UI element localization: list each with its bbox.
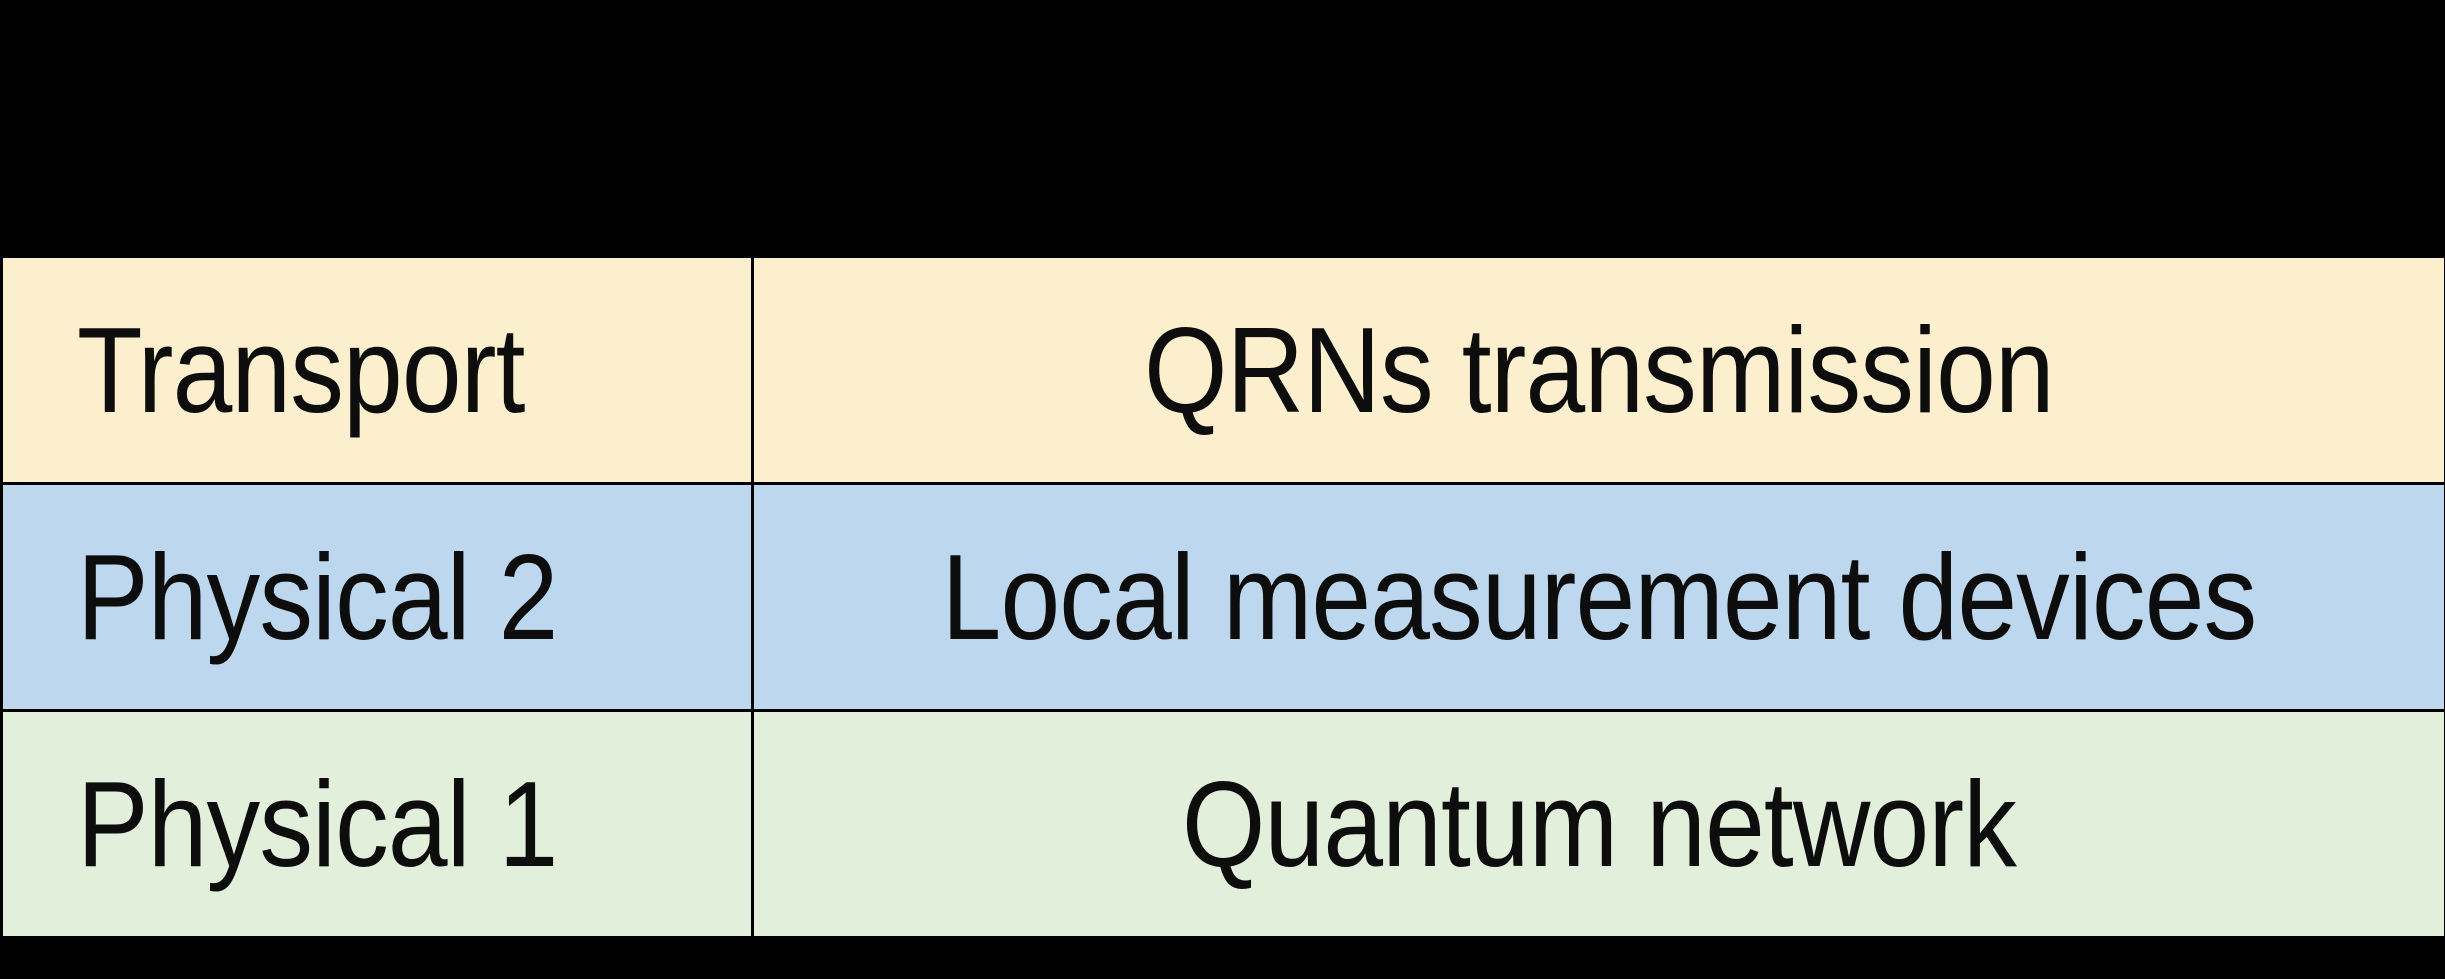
layer-name-label: Physical 2 xyxy=(77,529,558,665)
layer-description-label: Local measurement devices xyxy=(941,529,2258,665)
layer-name-cell: Physical 2 xyxy=(0,482,754,712)
layer-description-label: Quantum network xyxy=(1181,756,2017,892)
layer-name-label: Transport xyxy=(77,302,525,438)
layer-description-cell: QRNs transmission xyxy=(751,255,2445,485)
layer-description-cell: Local measurement devices xyxy=(751,482,2445,712)
layer-name-label: Physical 1 xyxy=(77,756,558,892)
layer-description-cell: Quantum network xyxy=(751,709,2445,939)
layer-name-cell: Physical 1 xyxy=(0,709,754,939)
protocol-stack-table: Transport QRNs transmission Physical 2 L… xyxy=(0,255,2445,939)
table-row: Physical 1 Quantum network xyxy=(0,709,2445,939)
layer-name-cell: Transport xyxy=(0,255,754,485)
table-row: Physical 2 Local measurement devices xyxy=(0,482,2445,712)
layer-description-label: QRNs transmission xyxy=(1144,302,2055,438)
table-row: Transport QRNs transmission xyxy=(0,255,2445,485)
